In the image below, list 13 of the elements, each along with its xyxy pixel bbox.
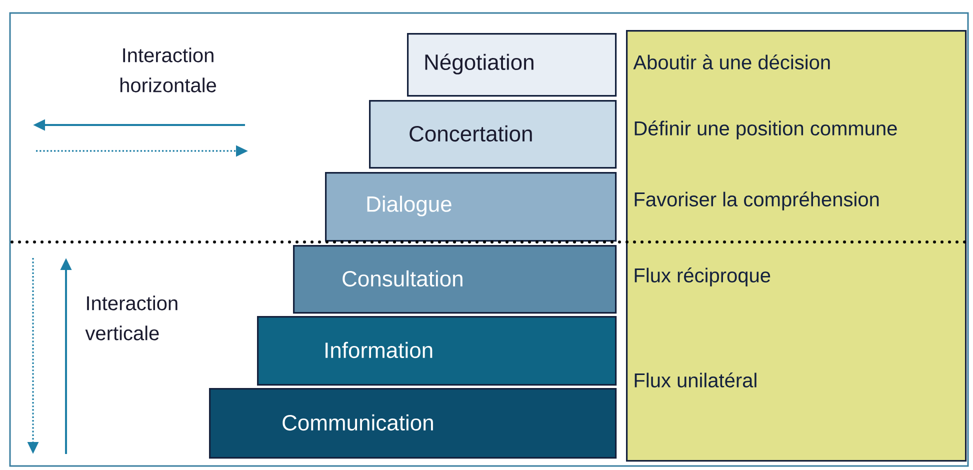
step-box: Communication — [209, 388, 617, 459]
step-box: Information — [257, 316, 617, 386]
step-box: Concertation — [369, 100, 617, 169]
step-box: Dialogue — [325, 172, 617, 242]
panel-text: Aboutir à une décision — [633, 54, 830, 70]
axis-label: Interaction verticale — [85, 296, 178, 340]
panel-text: Favoriser la compréhension — [634, 192, 879, 210]
step-box: Consultation — [293, 244, 617, 314]
panel-text: Flux réciproque — [634, 268, 770, 286]
axis-label: Interaction horizontale — [120, 48, 216, 92]
panel-text: Flux unilatéral — [634, 372, 756, 388]
panel-text: Définir une position commune — [634, 120, 897, 140]
step-box: Négotiation — [407, 33, 617, 97]
